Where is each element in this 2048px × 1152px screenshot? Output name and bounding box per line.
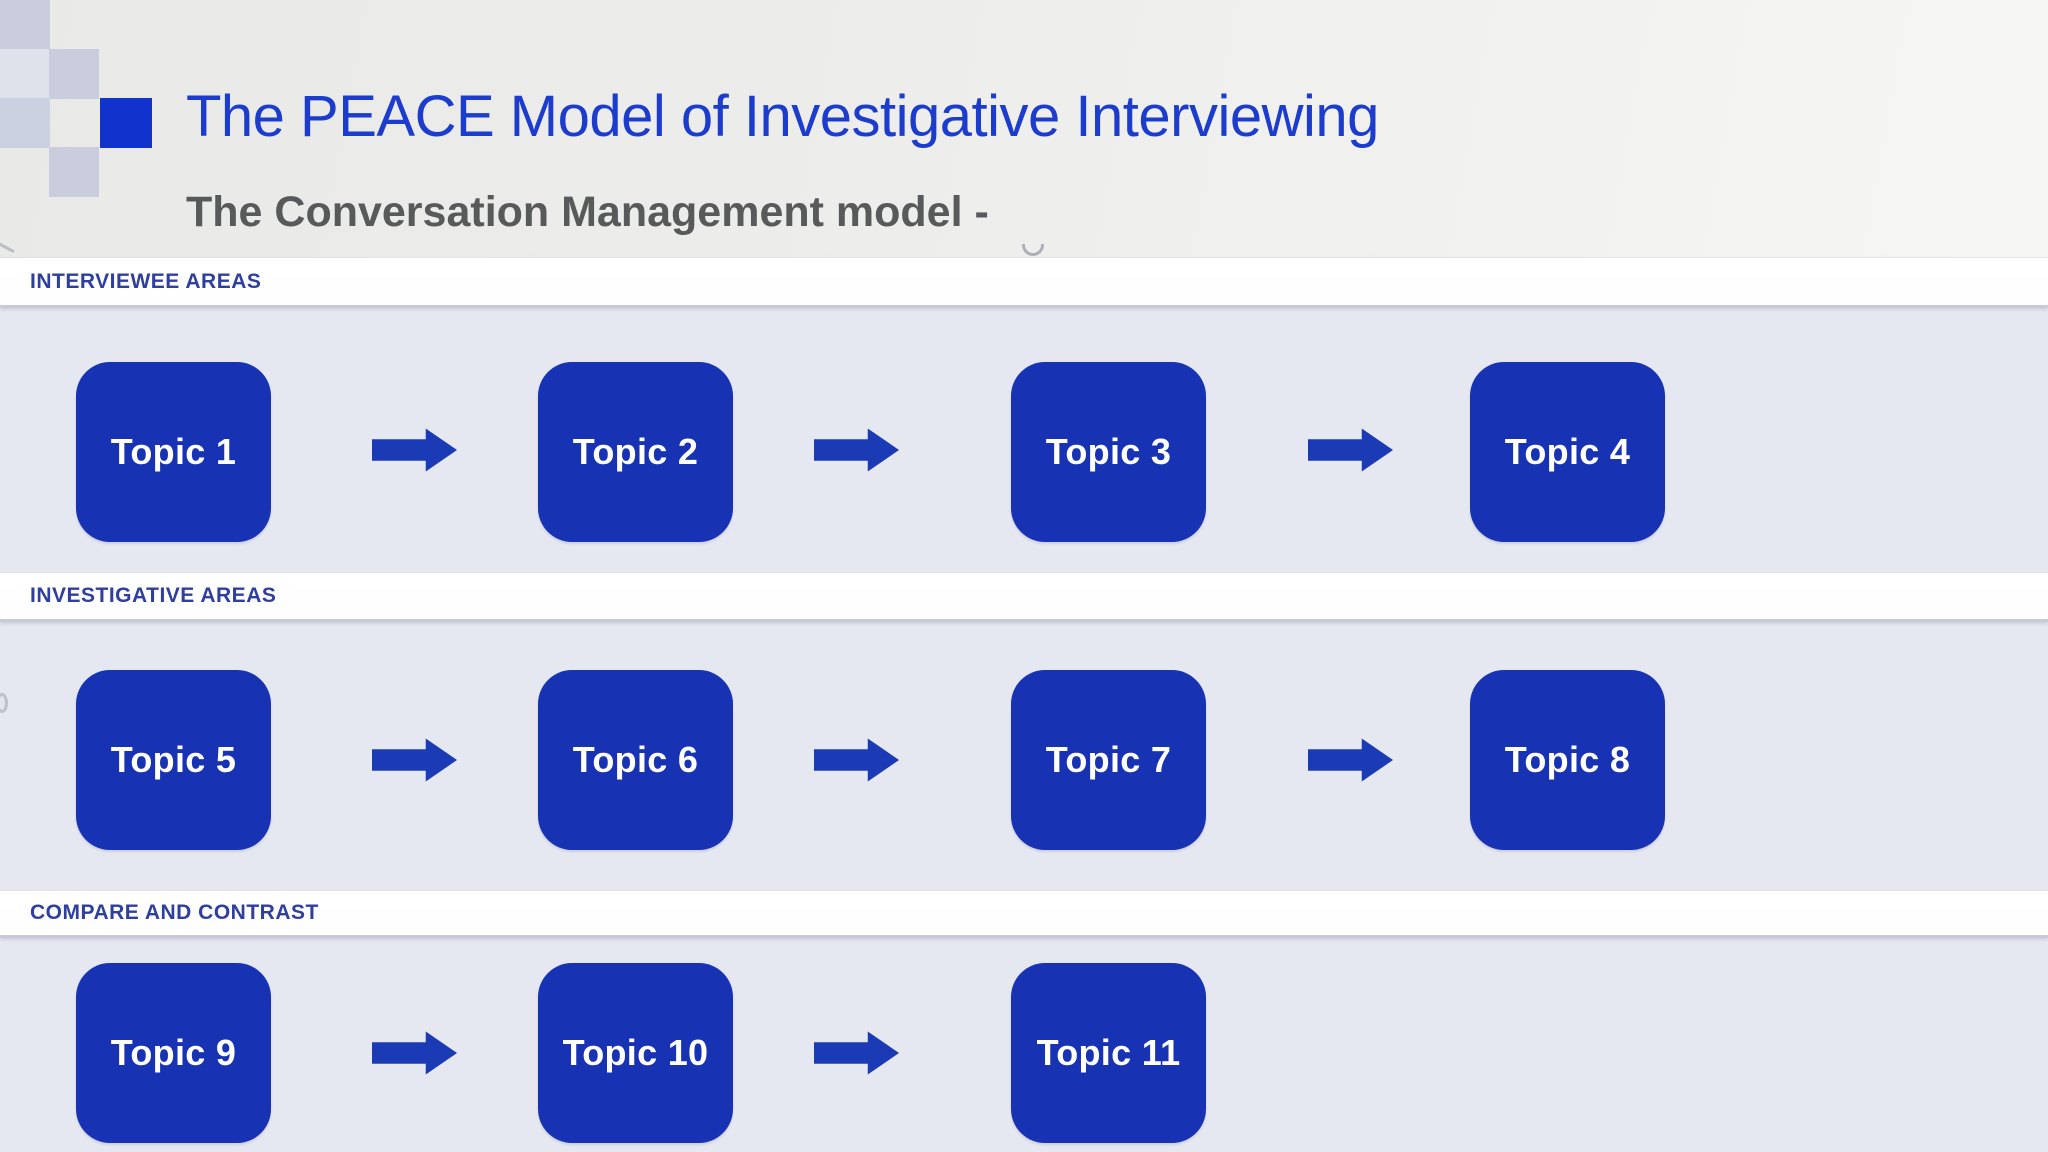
checkerboard-decoration — [0, 0, 100, 198]
topic-label: Topic 6 — [572, 739, 699, 780]
topic-box: Topic 2 — [538, 362, 733, 542]
topic-label: Topic 7 — [1045, 739, 1172, 780]
topic-box: Topic 6 — [538, 670, 733, 850]
clipped-text-artifact — [1022, 244, 1044, 256]
section-label: INTERVIEWEE AREAS — [30, 270, 262, 293]
topic-box: Topic 3 — [1011, 362, 1206, 542]
flow-arrow-icon — [372, 738, 458, 782]
flow-arrow-icon — [372, 428, 458, 472]
flow-arrow-icon — [1308, 738, 1394, 782]
title-bullet-square — [100, 98, 152, 148]
section-band-interviewee: INTERVIEWEE AREAS — [0, 257, 2048, 308]
topic-label: Topic 2 — [572, 431, 699, 472]
topic-label: Topic 4 — [1504, 431, 1631, 472]
topic-box: Topic 7 — [1011, 670, 1206, 850]
topic-box: Topic 4 — [1470, 362, 1665, 542]
topic-label: Topic 3 — [1045, 431, 1172, 472]
checker-cell — [49, 49, 99, 99]
section-label: INVESTIGATIVE AREAS — [30, 584, 277, 607]
topic-box: Topic 10 — [538, 963, 733, 1143]
checker-cell — [0, 49, 50, 99]
section-band-compare: COMPARE AND CONTRAST — [0, 890, 2048, 938]
topic-label: Topic 8 — [1504, 739, 1631, 780]
checker-cell — [49, 147, 99, 197]
slide-title: The PEACE Model of Investigative Intervi… — [186, 84, 1379, 149]
flow-arrow-icon — [372, 1031, 458, 1075]
topic-label: Topic 9 — [110, 1032, 237, 1073]
flow-arrow-icon — [814, 428, 900, 472]
checker-cell — [0, 98, 50, 148]
topic-box: Topic 5 — [76, 670, 271, 850]
section-label: COMPARE AND CONTRAST — [30, 901, 319, 924]
slide-header: The PEACE Model of Investigative Intervi… — [0, 0, 2048, 257]
topic-box: Topic 9 — [76, 963, 271, 1143]
slide-subtitle: The Conversation Management model - — [186, 188, 989, 236]
topic-label: Topic 11 — [1036, 1032, 1181, 1073]
topic-label: Topic 10 — [562, 1032, 709, 1073]
checker-cell — [0, 0, 50, 50]
flow-arrow-icon — [1308, 428, 1394, 472]
flow-arrow-icon — [814, 1031, 900, 1075]
left-edge-artifact — [0, 693, 8, 713]
topic-label: Topic 1 — [110, 431, 237, 472]
topic-box: Topic 11 — [1011, 963, 1206, 1143]
topic-box: Topic 1 — [76, 362, 271, 542]
topic-box: Topic 8 — [1470, 670, 1665, 850]
topic-label: Topic 5 — [110, 739, 237, 780]
section-band-investigative: INVESTIGATIVE AREAS — [0, 572, 2048, 622]
flow-arrow-icon — [814, 738, 900, 782]
